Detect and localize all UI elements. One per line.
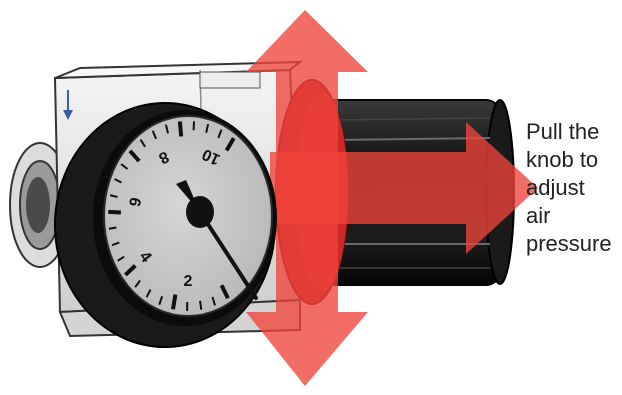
gauge-major-tick [180, 121, 181, 136]
gauge-minor-tick [109, 228, 116, 229]
gauge-minor-tick [200, 301, 201, 310]
gauge-hub [186, 196, 214, 228]
gauge-major-tick [173, 295, 175, 310]
caption-line-5: pressure [526, 230, 622, 258]
gauge-scale-label: 2 [184, 273, 193, 290]
caption-line-4: air [526, 202, 622, 230]
gauge-major-tick [108, 212, 121, 213]
gauge-minor-tick [194, 121, 195, 130]
instruction-caption: Pull the knob to adjust air pressure [526, 118, 622, 258]
caption-line-2: knob to [526, 146, 622, 174]
caption-line-3: adjust [526, 174, 622, 202]
caption-line-1: Pull the [526, 118, 622, 146]
